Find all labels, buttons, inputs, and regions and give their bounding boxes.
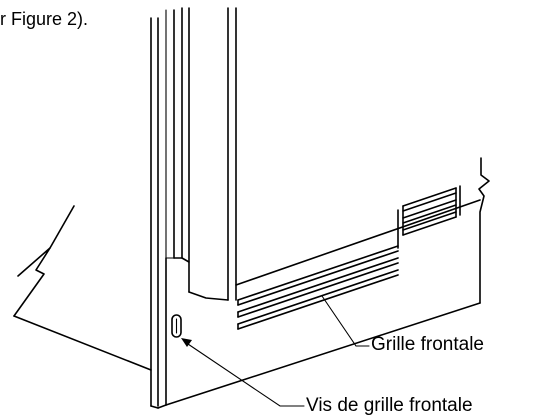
front-grille xyxy=(237,185,461,330)
base-front-panel xyxy=(157,157,490,409)
caption-fragment: r Figure 2). xyxy=(0,9,89,29)
front-grille-screw-label: Vis de grille frontale xyxy=(306,395,473,416)
door-panel xyxy=(173,7,237,301)
break-lines xyxy=(13,205,152,371)
leader-lines xyxy=(181,295,370,407)
grille-screw xyxy=(171,314,182,338)
front-grille-label: Grille frontale xyxy=(371,334,484,355)
side-panel xyxy=(150,9,175,409)
